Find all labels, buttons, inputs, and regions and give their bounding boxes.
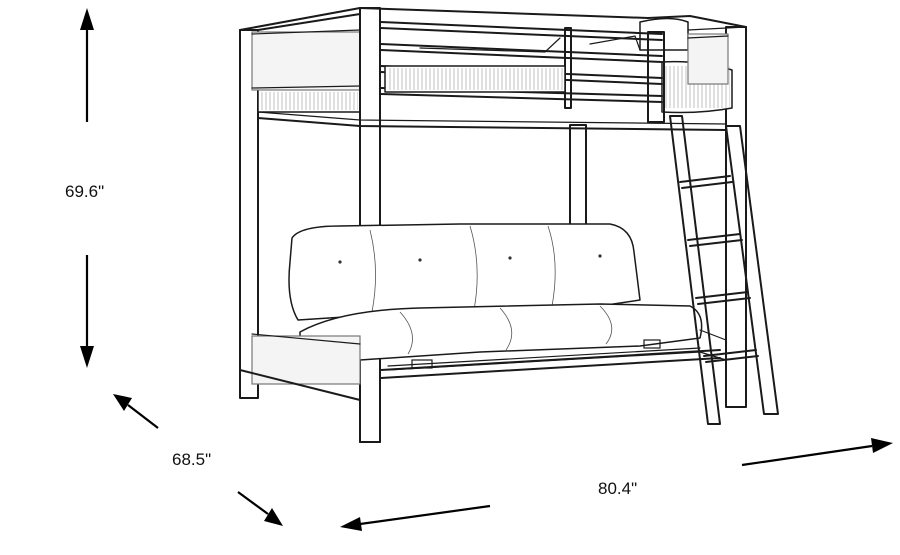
width-dimension-label: 80.4" (598, 479, 638, 498)
depth-dimension-label: 68.5" (172, 450, 212, 469)
depth-arrow (113, 394, 283, 526)
ladder (669, 115, 779, 425)
width-arrow (340, 438, 893, 531)
height-arrow (80, 8, 94, 368)
bunk-bed-drawing (239, 7, 779, 443)
height-dimension-label: 69.6" (65, 182, 105, 201)
